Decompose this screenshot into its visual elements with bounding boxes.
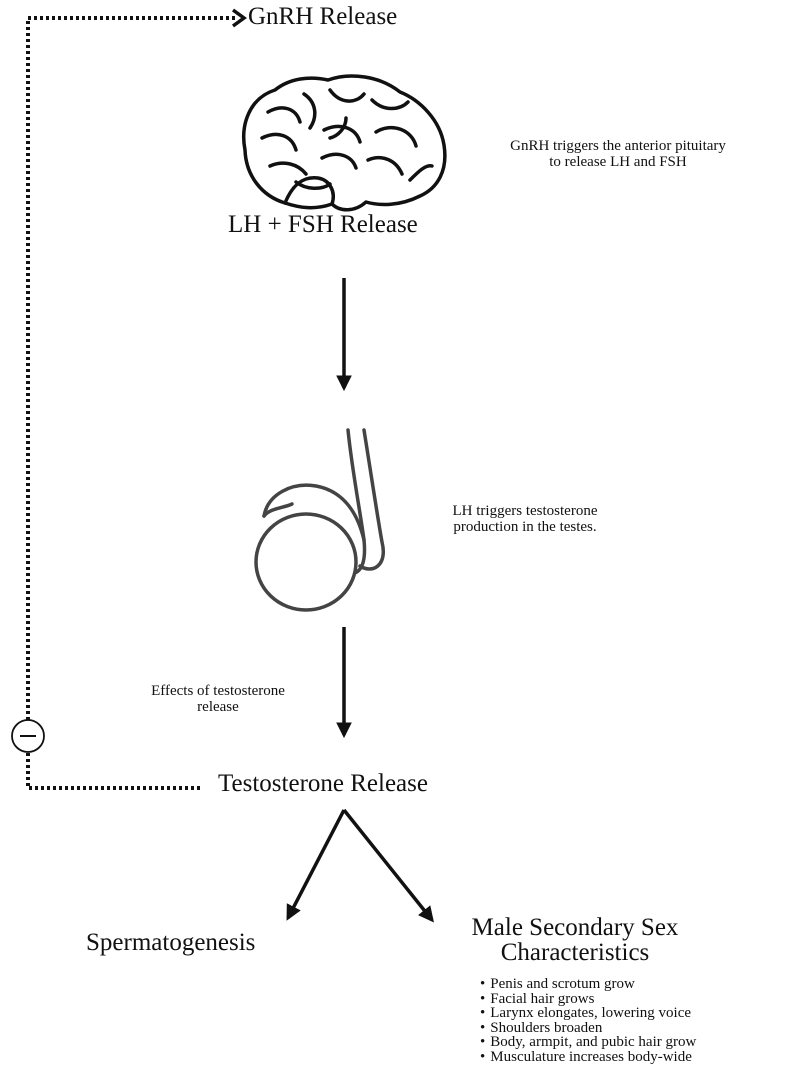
inhibition-symbol <box>11 719 45 753</box>
characteristic-item: Musculature increases body-wide <box>480 1050 696 1065</box>
node-testosterone-release: Testosterone Release <box>218 770 428 797</box>
annotation-testes-line1: LH triggers testosterone <box>452 503 598 519</box>
male-secondary-line2: Characteristics <box>500 939 650 966</box>
annotation-pituitary-line2: to release LH and FSH <box>549 154 687 170</box>
annotation-testes: LH triggers testosterone production in t… <box>420 503 630 535</box>
characteristic-item: Penis and scrotum grow <box>480 977 696 992</box>
annotation-testes-line2: production in the testes. <box>453 519 597 535</box>
arrow-to-male-characteristics <box>342 808 434 923</box>
annotation-effects: Effects of testosterone release <box>118 683 318 715</box>
male-secondary-line1: Male Secondary Sex <box>471 914 679 941</box>
feedback-arrowhead <box>231 8 247 28</box>
annotation-pituitary: GnRH triggers the anterior pituitary to … <box>478 138 758 170</box>
characteristics-list: Penis and scrotum grow Facial hair grows… <box>480 977 696 1065</box>
characteristic-item: Body, armpit, and pubic hair grow <box>480 1035 696 1050</box>
characteristic-item: Facial hair grows <box>480 991 696 1007</box>
node-lh-fsh-release: LH + FSH Release <box>228 211 418 238</box>
testis-icon <box>254 428 386 612</box>
node-male-secondary-characteristics: Male Secondary Sex Characteristics <box>450 915 700 965</box>
annotation-pituitary-line1: GnRH triggers the anterior pituitary <box>510 138 726 154</box>
brain-icon <box>242 74 447 212</box>
annotation-effects-line1: Effects of testosterone <box>151 683 285 699</box>
characteristic-item: Larynx elongates, lowering voice <box>480 1006 696 1021</box>
characteristic-item: Shoulders broaden <box>480 1020 696 1036</box>
feedback-loop-line <box>26 16 238 790</box>
arrow-to-spermatogenesis <box>286 809 346 921</box>
node-gnrh-release: GnRH Release <box>248 3 398 30</box>
node-spermatogenesis: Spermatogenesis <box>86 929 256 956</box>
annotation-effects-line2: release <box>197 699 239 715</box>
